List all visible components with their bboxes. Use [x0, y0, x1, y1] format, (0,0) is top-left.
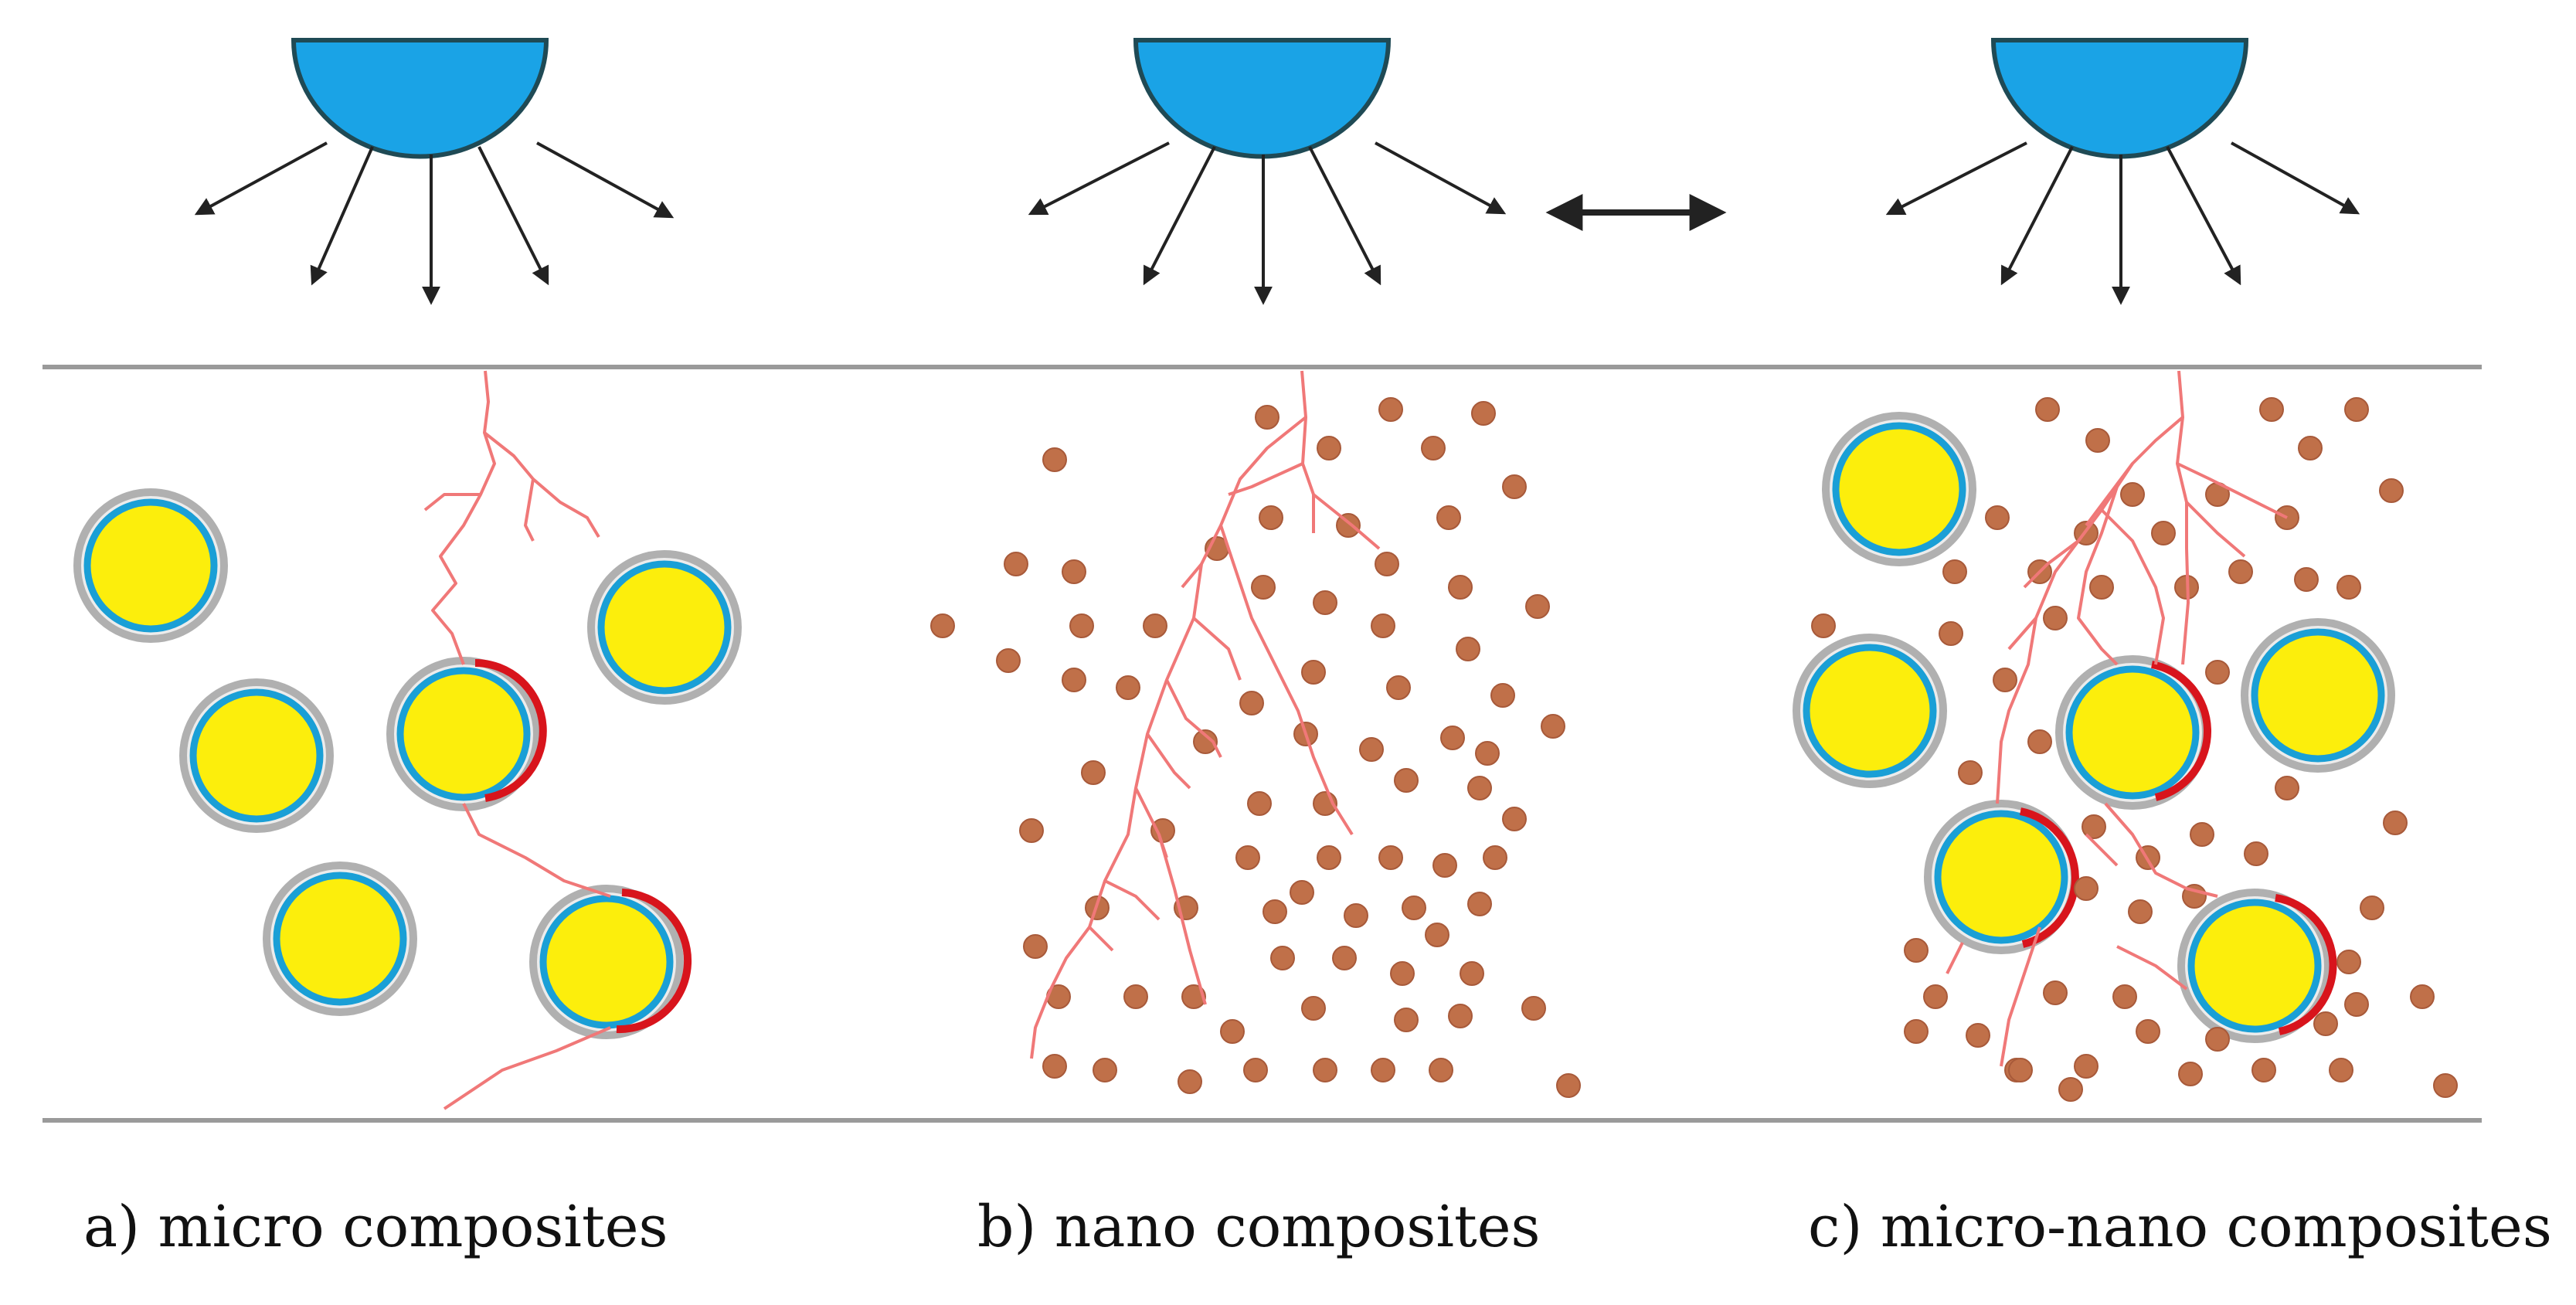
degraded-edge — [616, 889, 692, 1034]
micro-particle — [2055, 655, 2210, 810]
degraded-edge — [2020, 807, 2079, 948]
nano-particles-c — [1811, 397, 2458, 1102]
micro-particle — [529, 885, 684, 1039]
caption-nano-composites: b) nano composites — [977, 1194, 1541, 1260]
electrode-icon — [291, 38, 2249, 159]
electrical-tree-b — [1030, 370, 1381, 1059]
caption-micro-composites: a) micro composites — [83, 1194, 668, 1260]
micro-particle — [2177, 889, 2332, 1043]
micro-particle — [179, 678, 334, 833]
micro-particles-a — [73, 488, 742, 1039]
micro-particles-c — [1793, 412, 2395, 1043]
micro-particle — [263, 862, 417, 1016]
micro-particle — [1822, 412, 1976, 566]
micro-particle — [2241, 618, 2395, 773]
caption-micro-nano-composites: c) micro-nano composites — [1808, 1194, 2552, 1260]
degraded-edge — [2151, 661, 2212, 801]
electrical-tree-a — [423, 370, 611, 1110]
micro-particle — [73, 488, 228, 643]
electrical-tree-c — [1946, 370, 2288, 1067]
nano-particles-b — [930, 397, 1581, 1098]
field-arrow-icon — [194, 141, 2360, 305]
micro-particle — [587, 550, 742, 705]
degraded-edge — [474, 659, 547, 802]
micro-particle — [1793, 634, 1947, 788]
micro-particle — [1924, 800, 2078, 954]
degraded-edge — [2275, 894, 2337, 1035]
